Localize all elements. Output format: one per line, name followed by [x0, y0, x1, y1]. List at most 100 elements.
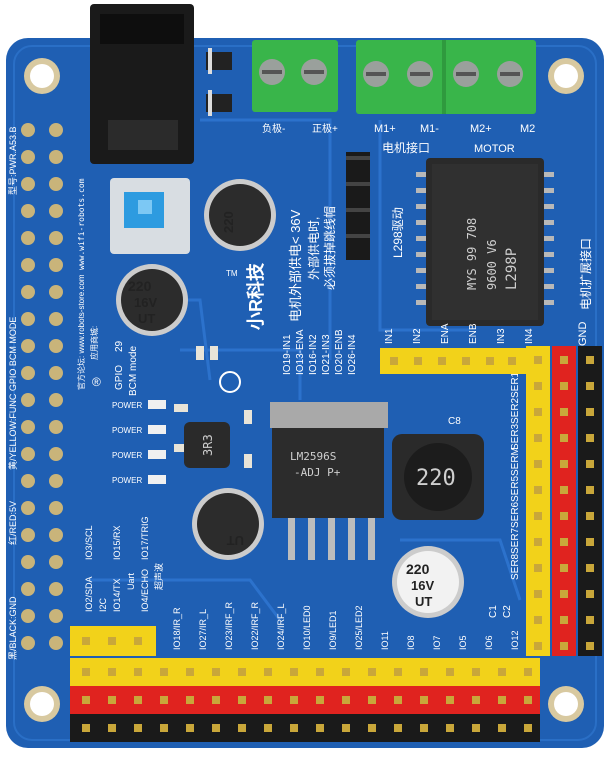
right-header-red [552, 346, 576, 656]
silk-l298: L298驱动 [391, 207, 405, 258]
l298-chip: L298P 9600 V6 MYS 99 708 [416, 158, 554, 326]
voltage-regulator: LM2596S -ADJ P+ [270, 402, 388, 560]
svg-text:IO18/IR_R: IO18/IR_R [172, 607, 182, 650]
in-labels: IN1 IN2 ENA ENB IN3 IN4 [384, 323, 535, 344]
cap3-brand: UT [227, 533, 244, 548]
svg-text:超声波: 超声波 [153, 563, 164, 590]
right-header-yellow [526, 346, 550, 656]
power-inductor: 220 [392, 434, 484, 520]
svg-text:IO12: IO12 [510, 630, 520, 650]
capacitor-4: 220 16V UT [392, 546, 464, 618]
silk-c1: C1 [488, 605, 499, 618]
sensor-labels: IO18/IR_R IO27/IR_L IO23/IRF_R IO22/IRF_… [172, 601, 364, 650]
power-terminal [252, 40, 338, 112]
silk-url-3: 应用商城: [89, 326, 99, 360]
svg-text:SER3: SER3 [510, 423, 521, 450]
svg-text:IO26-IN4: IO26-IN4 [347, 334, 358, 375]
svg-text:ENA: ENA [440, 323, 451, 344]
svg-text:IO10/LED0: IO10/LED0 [302, 605, 312, 650]
i2c-uart-labels: IO2/SDA IO3/SCL I2C IO14/TX IO15/RX Uart… [84, 516, 164, 612]
svg-text:SER6: SER6 [510, 501, 521, 528]
power-leds: POWER POWER POWER POWER [112, 400, 166, 485]
l298-marking-2: 9600 V6 [485, 239, 499, 290]
svg-text:IO22/IRF_R: IO22/IRF_R [250, 601, 260, 650]
silk-url-2: 官方论坛: www.robots-store.com [76, 274, 86, 390]
svg-text:POWER: POWER [112, 476, 142, 485]
silk-m1n: M1- [420, 123, 439, 135]
svg-text:IO25/LED2: IO25/LED2 [354, 605, 364, 650]
svg-text:IO14/TX: IO14/TX [112, 578, 122, 612]
motor-terminal [356, 40, 536, 114]
silk-gpio-num: 29 [114, 340, 125, 352]
cap1-value: 220 [221, 211, 236, 233]
silk-gnd: GND [577, 322, 589, 347]
silk-motor-port: 电机接口 [382, 140, 430, 155]
spi-labels: IO11 IO8 IO7 IO5 IO6 IO12 [380, 630, 520, 650]
svg-text:IO15/RX: IO15/RX [112, 525, 122, 560]
svg-text:IO2/SDA: IO2/SDA [84, 576, 94, 612]
logo-tm: TM [226, 269, 238, 278]
svg-text:IN2: IN2 [412, 328, 423, 344]
svg-text:IO23/IRF_R: IO23/IRF_R [224, 601, 234, 650]
mounting-holes [24, 58, 584, 722]
svg-text:SERM: SERM [510, 447, 521, 476]
svg-text:IO21-IN3: IO21-IN3 [321, 334, 332, 375]
svg-text:-ADJ P+: -ADJ P+ [294, 466, 341, 479]
svg-text:3R3: 3R3 [201, 434, 215, 456]
jumper-header [346, 152, 370, 260]
silk-m2p: M2+ [470, 123, 492, 135]
bottom-header-yellow [70, 658, 540, 686]
silk-c2: C2 [502, 605, 513, 618]
silk-warning-2: 外部供电时, [306, 217, 321, 280]
smd-resistors [174, 346, 252, 468]
svg-text:IO9/LED1: IO9/LED1 [328, 610, 338, 650]
silk-url-1: www.wifi-robots.com [77, 178, 86, 270]
svg-text:IO11: IO11 [380, 631, 390, 650]
svg-text:IO3/SCL: IO3/SCL [84, 525, 94, 560]
svg-text:POWER: POWER [112, 401, 142, 410]
gpio-header-holes [21, 123, 63, 650]
bottom-header-red [70, 686, 540, 714]
svg-text:SER1: SER1 [510, 371, 521, 398]
svg-text:IO4/ECHO: IO4/ECHO [140, 569, 150, 612]
cap4-value: 220 [406, 561, 430, 577]
silk-positive-pole: 正极+ [312, 122, 338, 135]
silk-bcm-mode: BCM mode [128, 346, 139, 396]
cap2-value: 220 [128, 278, 152, 294]
svg-text:IO6: IO6 [484, 635, 494, 650]
capacitor-3: UT [192, 488, 264, 560]
silk-motor: MOTOR [474, 143, 515, 155]
power-switch [110, 178, 190, 254]
svg-text:ENB: ENB [468, 323, 479, 344]
silk-left-edge-1: 黑/BLACK:GND [8, 596, 18, 660]
cap4-brand: UT [415, 594, 432, 609]
svg-text:IO19-IN1: IO19-IN1 [282, 334, 293, 375]
cap4-voltage: 16V [411, 578, 434, 593]
right-header-black [578, 346, 602, 656]
svg-text:IO5: IO5 [458, 635, 468, 650]
smd-diodes [206, 48, 232, 116]
small-inductor: 3R3 [184, 422, 230, 468]
cap2-voltage: 16V [134, 295, 157, 310]
bottom-header-pins [82, 668, 532, 732]
silk-expansion: 电机扩展接口 [578, 238, 593, 310]
svg-text:IN4: IN4 [524, 328, 535, 344]
svg-text:IO17/TRIG: IO17/TRIG [140, 516, 150, 560]
svg-text:LM2596S: LM2596S [290, 450, 336, 463]
l298-marking-3: MYS 99 708 [465, 218, 479, 290]
svg-text:220: 220 [416, 466, 456, 491]
svg-text:IO7: IO7 [432, 635, 442, 650]
svg-text:IO16-IN2: IO16-IN2 [308, 334, 319, 375]
silk-left-edge-4: 型号:PWR.A53.B [8, 126, 18, 195]
svg-text:IO20-ENB: IO20-ENB [334, 329, 345, 375]
svg-text:SER5: SER5 [510, 475, 521, 502]
silk-warning-3: 必须拔掉跳线帽 [322, 206, 337, 290]
svg-text:SER7: SER7 [510, 527, 521, 554]
svg-text:Uart: Uart [126, 572, 136, 590]
small-yellow-header [70, 626, 156, 656]
svg-text:IO27/IR_L: IO27/IR_L [198, 609, 208, 650]
svg-text:IN1: IN1 [384, 328, 395, 344]
capacitor-1: 220 [204, 179, 276, 251]
silk-left-edge-3: 黄/YELLOW:FUNC GPIO BCM MODE [7, 317, 18, 470]
